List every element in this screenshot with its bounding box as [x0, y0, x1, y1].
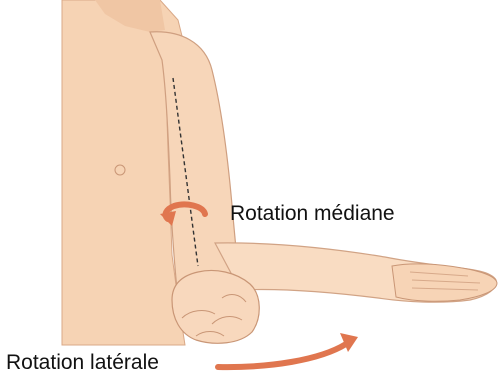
hand — [392, 264, 497, 301]
lateral-rotation-label: Rotation latérale — [6, 352, 159, 373]
medial-rotation-label: Rotation médiane — [230, 203, 395, 224]
